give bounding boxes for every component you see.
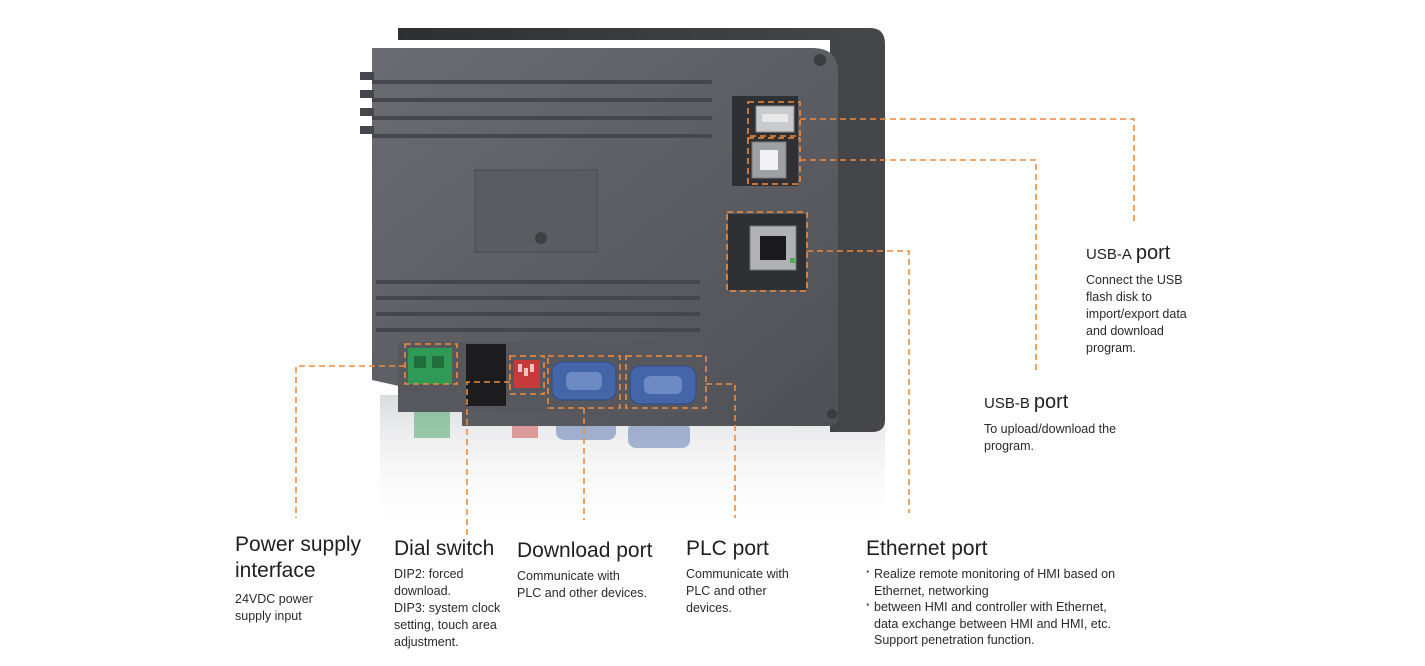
power-title: Power supply interface bbox=[235, 533, 362, 582]
usb-a-title: USB-A port bbox=[1086, 240, 1246, 268]
power-description: 24VDC power supply input bbox=[235, 591, 385, 625]
usb-b-desc-line: program. bbox=[984, 439, 1035, 453]
dial-desc-line: DIP3: system clock bbox=[394, 601, 501, 615]
power-desc-line: 24VDC power bbox=[235, 592, 313, 606]
usb-a-callout: USB-A port Connect the USB flash disk to… bbox=[1086, 240, 1246, 357]
ethernet-highlight bbox=[726, 211, 808, 292]
power-callout: Power supply interface 24VDC power suppl… bbox=[235, 532, 385, 625]
usb-a-highlight bbox=[747, 101, 801, 137]
power-desc-line: supply input bbox=[235, 609, 302, 623]
ethernet-bullet: Realize remote monitoring of HMI based o… bbox=[866, 564, 1116, 599]
usb-a-desc-line: program. bbox=[1086, 341, 1137, 355]
download-desc-line: Communicate with bbox=[517, 569, 620, 583]
plc-title: PLC port bbox=[686, 537, 769, 560]
ethernet-callout: Ethernet port Realize remote monitoring … bbox=[866, 536, 1116, 649]
plc-description: Communicate with PLC and other devices. bbox=[686, 566, 826, 617]
screw-center bbox=[535, 232, 547, 244]
usb-b-desc-line: To upload/download the bbox=[984, 422, 1117, 436]
plc-desc-line: Communicate with bbox=[686, 567, 789, 581]
plc-desc-line: PLC and other bbox=[686, 584, 767, 598]
dark-block bbox=[466, 344, 506, 406]
ethernet-title: Ethernet port bbox=[866, 537, 988, 560]
dial-desc-line: download. bbox=[394, 584, 451, 598]
plc-highlight bbox=[625, 355, 707, 409]
screw-top-right bbox=[814, 54, 826, 66]
usb-b-leader bbox=[800, 159, 1037, 372]
usb-b-title-prefix: USB-B bbox=[984, 395, 1030, 412]
usb-a-leader bbox=[800, 118, 1135, 222]
download-title: Download port bbox=[517, 539, 653, 562]
usb-a-desc-line: and download bbox=[1086, 324, 1164, 338]
usb-b-description: To upload/download the program. bbox=[984, 421, 1184, 455]
screw-bottom-right bbox=[827, 409, 837, 419]
usb-a-desc-line: Connect the USB bbox=[1086, 273, 1183, 287]
cooling-fins-bottom bbox=[376, 280, 700, 332]
dial-leader bbox=[466, 381, 510, 538]
dial-desc-line: setting, touch area bbox=[394, 618, 497, 632]
dial-desc-line: DIP2: forced bbox=[394, 567, 464, 581]
usb-a-title-prefix: USB-A bbox=[1086, 246, 1132, 263]
ethernet-bullet: between HMI and controller with Ethernet… bbox=[866, 597, 1116, 649]
power-highlight bbox=[404, 343, 458, 385]
usb-b-title: USB-B port bbox=[984, 389, 1184, 417]
dial-title: Dial switch bbox=[394, 537, 495, 560]
usb-a-title-suffix: port bbox=[1135, 242, 1171, 264]
plc-callout: PLC port Communicate with PLC and other … bbox=[686, 536, 826, 617]
dial-callout: Dial switch DIP2: forced download. DIP3:… bbox=[394, 536, 519, 651]
download-description: Communicate with PLC and other devices. bbox=[517, 568, 677, 602]
usb-a-description: Connect the USB flash disk to import/exp… bbox=[1086, 272, 1246, 357]
usb-b-title-suffix: port bbox=[1033, 391, 1069, 413]
power-leader bbox=[295, 365, 405, 518]
ethernet-leader bbox=[807, 250, 910, 513]
usb-a-desc-line: import/export data bbox=[1086, 307, 1187, 321]
usb-b-callout: USB-B port To upload/download the progra… bbox=[984, 389, 1184, 455]
plc-desc-line: devices. bbox=[686, 601, 732, 615]
download-callout: Download port Communicate with PLC and o… bbox=[517, 538, 677, 602]
dial-desc-line: adjustment. bbox=[394, 635, 459, 649]
download-desc-line: PLC and other devices. bbox=[517, 586, 647, 600]
leader-lines bbox=[295, 101, 1135, 538]
usb-b-highlight bbox=[747, 137, 801, 185]
ethernet-description: Realize remote monitoring of HMI based o… bbox=[866, 564, 1116, 649]
cooling-fins-top bbox=[360, 72, 712, 138]
usb-a-desc-line: flash disk to bbox=[1086, 290, 1153, 304]
dial-highlight bbox=[509, 355, 545, 395]
dial-description: DIP2: forced download. DIP3: system cloc… bbox=[394, 566, 519, 651]
